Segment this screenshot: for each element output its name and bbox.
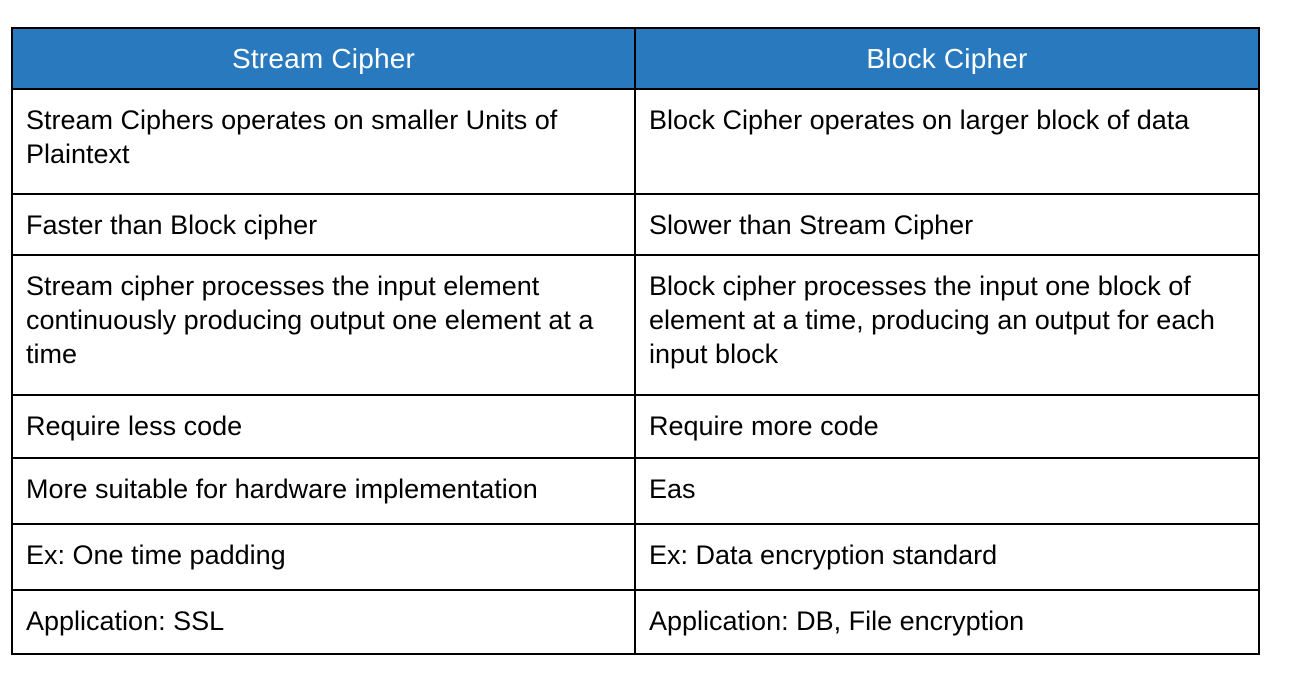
cell-block-cipher: Application: DB, File encryption (634, 589, 1260, 655)
cell-block-cipher: Require more code (634, 394, 1260, 459)
cipher-comparison-table: Stream Cipher Block Cipher Stream Cipher… (11, 27, 1260, 655)
table-row: Application: SSL Application: DB, File e… (11, 589, 1260, 655)
column-header-stream-cipher: Stream Cipher (11, 27, 636, 90)
column-header-block-cipher: Block Cipher (634, 27, 1260, 90)
cell-stream-cipher: More suitable for hardware implementatio… (11, 457, 636, 525)
table-row: Faster than Block cipher Slower than Str… (11, 193, 1260, 256)
table-row: Require less code Require more code (11, 394, 1260, 459)
table-row: More suitable for hardware implementatio… (11, 457, 1260, 525)
cell-stream-cipher: Stream cipher processes the input elemen… (11, 254, 636, 396)
cell-stream-cipher: Require less code (11, 394, 636, 459)
cell-block-cipher: Block cipher processes the input one blo… (634, 254, 1260, 396)
cell-stream-cipher: Ex: One time padding (11, 523, 636, 591)
table-row: Stream Ciphers operates on smaller Units… (11, 88, 1260, 195)
table-row: Stream cipher processes the input elemen… (11, 254, 1260, 396)
header-row: Stream Cipher Block Cipher (11, 27, 1260, 90)
cell-stream-cipher: Stream Ciphers operates on smaller Units… (11, 88, 636, 195)
cell-block-cipher: Slower than Stream Cipher (634, 193, 1260, 256)
table-row: Ex: One time padding Ex: Data encryption… (11, 523, 1260, 591)
cell-block-cipher: Eas (634, 457, 1260, 525)
cell-block-cipher: Block Cipher operates on larger block of… (634, 88, 1260, 195)
cell-stream-cipher: Faster than Block cipher (11, 193, 636, 256)
cell-stream-cipher: Application: SSL (11, 589, 636, 655)
cell-block-cipher: Ex: Data encryption standard (634, 523, 1260, 591)
